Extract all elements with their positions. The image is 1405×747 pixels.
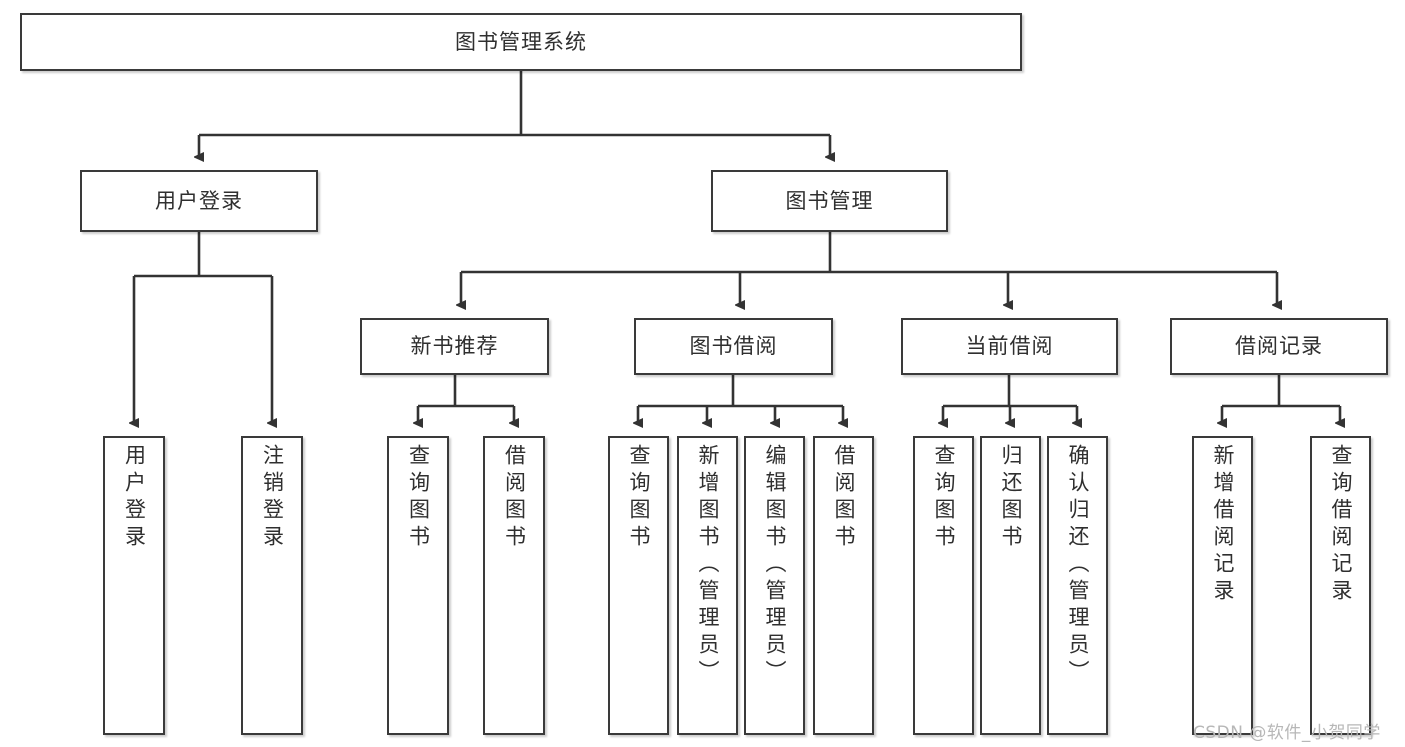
node-leaf-user-login[interactable]: 用户登录 xyxy=(103,436,165,735)
node-new-book-rec-label: 新书推荐 xyxy=(410,334,499,358)
node-leaf-query-book-2[interactable]: 查询图书 xyxy=(608,436,669,735)
node-book-manage-label: 图书管理 xyxy=(785,188,874,213)
node-book-borrow[interactable]: 图书借阅 xyxy=(634,318,833,375)
connector-group-user-login xyxy=(134,232,272,423)
node-leaf-query-book-1-label: 查询图书 xyxy=(406,444,431,552)
node-root[interactable]: 图书管理系统 xyxy=(20,13,1022,71)
connector-group-book-manage xyxy=(461,232,1277,305)
node-leaf-return-book[interactable]: 归还图书 xyxy=(980,436,1041,735)
node-leaf-edit-book[interactable]: 编辑图书（管理员） xyxy=(744,436,805,735)
node-current-borrow-label: 当前借阅 xyxy=(965,334,1054,358)
node-leaf-return-book-label: 归还图书 xyxy=(999,444,1023,552)
node-leaf-query-book-1[interactable]: 查询图书 xyxy=(387,436,449,735)
node-leaf-borrow-book-1-label: 借阅图书 xyxy=(502,444,527,552)
node-leaf-user-logout-label: 注销登录 xyxy=(260,444,285,552)
connector-group-root xyxy=(199,71,830,157)
node-leaf-query-book-3-label: 查询图书 xyxy=(932,444,956,552)
node-leaf-borrow-book-1[interactable]: 借阅图书 xyxy=(483,436,545,735)
node-leaf-confirm-return[interactable]: 确认归还（管理员） xyxy=(1047,436,1108,735)
node-leaf-edit-book-label: 编辑图书（管理员） xyxy=(763,444,787,687)
connector-group-borrow-record xyxy=(1222,375,1340,423)
node-borrow-record[interactable]: 借阅记录 xyxy=(1170,318,1388,375)
node-leaf-add-record[interactable]: 新增借阅记录 xyxy=(1192,436,1253,735)
node-user-login[interactable]: 用户登录 xyxy=(80,170,318,232)
node-leaf-add-book-label: 新增图书（管理员） xyxy=(696,444,720,687)
node-leaf-user-login-label: 用户登录 xyxy=(122,444,147,552)
node-leaf-borrow-book-2-label: 借阅图书 xyxy=(832,444,856,552)
node-borrow-record-label: 借阅记录 xyxy=(1235,334,1323,358)
node-book-manage[interactable]: 图书管理 xyxy=(711,170,948,232)
node-leaf-add-record-label: 新增借阅记录 xyxy=(1211,444,1235,606)
csdn-watermark: CSDN @软件_小贺同学 xyxy=(1193,723,1381,743)
node-leaf-user-logout[interactable]: 注销登录 xyxy=(241,436,303,735)
connector-group-current-borrow xyxy=(943,375,1077,423)
node-leaf-add-book[interactable]: 新增图书（管理员） xyxy=(677,436,738,735)
node-current-borrow[interactable]: 当前借阅 xyxy=(901,318,1118,375)
node-leaf-confirm-return-label: 确认归还（管理员） xyxy=(1066,444,1090,687)
connector-group-new-book-rec xyxy=(418,375,514,423)
node-root-label: 图书管理系统 xyxy=(455,29,587,54)
node-new-book-rec[interactable]: 新书推荐 xyxy=(360,318,549,375)
node-leaf-query-record[interactable]: 查询借阅记录 xyxy=(1310,436,1371,735)
node-leaf-query-book-3[interactable]: 查询图书 xyxy=(913,436,974,735)
node-user-login-label: 用户登录 xyxy=(155,188,243,213)
connector-group-book-borrow xyxy=(638,375,843,423)
node-leaf-borrow-book-2[interactable]: 借阅图书 xyxy=(813,436,874,735)
node-leaf-query-record-label: 查询借阅记录 xyxy=(1329,444,1353,606)
node-leaf-query-book-2-label: 查询图书 xyxy=(627,444,651,552)
node-book-borrow-label: 图书借阅 xyxy=(689,334,778,358)
